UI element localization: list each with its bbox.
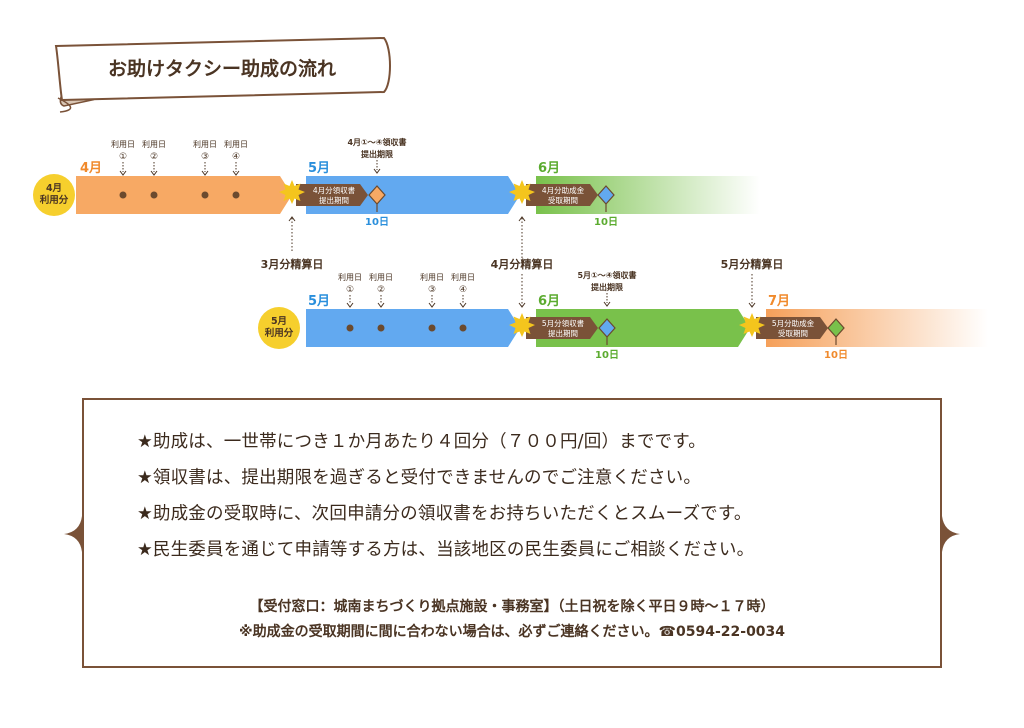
svg-text:②: ②	[150, 152, 158, 162]
row2: 5月 利用分 5月 6月 7月 利用日 ① 利用日 ② 利用日 ③ 利用日	[258, 270, 988, 361]
row2-deadline-note-1: 5月①～④領収書	[577, 270, 636, 280]
row1-use-day-2: 利用日 ②	[142, 139, 166, 199]
row2-badge	[258, 307, 300, 349]
svg-text:利用日: 利用日	[224, 139, 248, 149]
row1-deadline-note-2: 提出期限	[361, 149, 393, 159]
row2-month-june: 6月	[538, 294, 560, 309]
row1-use-day-4: 利用日 ④	[224, 139, 248, 199]
svg-text:利用日: 利用日	[420, 272, 444, 282]
svg-text:①: ①	[119, 152, 127, 162]
row2-use-day-1: 利用日 ①	[338, 272, 362, 332]
row2-use-day-3: 利用日 ③	[420, 272, 444, 332]
svg-text:提出期間: 提出期間	[319, 195, 349, 205]
settle-march: 3月分精算日	[261, 257, 324, 271]
svg-text:5月分領収書: 5月分領収書	[542, 318, 585, 328]
svg-text:利用日: 利用日	[451, 272, 475, 282]
title-ribbon: お助けタクシー助成の流れ	[54, 36, 391, 113]
note-3: ★助成金の受取時に、次回申請分の領収書をお持ちいただくとスムーズです。	[137, 504, 752, 524]
row2-month-may: 5月	[308, 294, 330, 309]
row2-day10-a: 10日	[595, 349, 619, 361]
row1-day10-a: 10日	[365, 216, 389, 228]
row1-badge-line2: 利用分	[39, 194, 69, 206]
note-4: ★民生委員を通じて申請等する方は、当該地区の民生委員にご相談ください。	[137, 540, 755, 560]
svg-text:④: ④	[232, 152, 240, 162]
svg-text:利用日: 利用日	[338, 272, 362, 282]
notes-box: ★助成は、一世帯につき１か月あたり４回分（７００円/回）までです。 ★領収書は、…	[82, 398, 942, 668]
svg-text:③: ③	[201, 152, 209, 162]
row1-deadline-note-1: 4月①～④領収書	[347, 137, 406, 147]
svg-text:4月分助成金: 4月分助成金	[542, 185, 585, 195]
svg-text:4月分領収書: 4月分領収書	[313, 185, 356, 195]
svg-text:利用日: 利用日	[369, 272, 393, 282]
svg-text:提出期間: 提出期間	[548, 328, 578, 338]
row2-receive-tag	[756, 317, 828, 339]
note-1: ★助成は、一世帯につき１か月あたり４回分（７００円/回）までです。	[137, 432, 706, 452]
svg-text:①: ①	[346, 285, 354, 295]
row2-submit-tag	[526, 317, 598, 339]
row2-badge-line2: 利用分	[264, 327, 294, 339]
row1-month-may: 5月	[308, 161, 330, 176]
svg-text:利用日: 利用日	[111, 139, 135, 149]
row1-badge	[33, 174, 75, 216]
page-title: お助けタクシー助成の流れ	[108, 57, 336, 80]
contact-notice: ※助成金の受取期間に間に合わない場合は、必ずご連絡ください。☎0594-22-0…	[238, 624, 786, 640]
row1-day10-b: 10日	[594, 216, 618, 228]
row2-day10-b: 10日	[824, 349, 848, 361]
row2-receive-burst-icon	[739, 313, 765, 337]
svg-text:利用日: 利用日	[142, 139, 166, 149]
note-2: ★領収書は、提出期限を過ぎると受付できませんのでご注意ください。	[137, 468, 702, 488]
row1-use-day-1: 利用日 ①	[111, 139, 135, 199]
settlement-markers: 3月分精算日 4月分精算日 5月分精算日	[261, 216, 784, 308]
settle-may: 5月分精算日	[721, 257, 784, 271]
row2-use-day-4: 利用日 ④	[451, 272, 475, 332]
svg-text:④: ④	[459, 285, 467, 295]
row2-badge-line1: 5月	[271, 316, 287, 327]
sparkle-right-icon	[924, 516, 960, 552]
settle-april: 4月分精算日	[491, 257, 554, 271]
row1-month-june: 6月	[538, 161, 560, 176]
row1-submit-tag	[296, 184, 368, 206]
row2-submit-burst-icon	[509, 313, 535, 337]
row2-may-bar	[306, 309, 520, 347]
row2-use-day-2: 利用日 ②	[369, 272, 393, 332]
row1-receive-tag	[526, 184, 598, 206]
row1-use-day-3: 利用日 ③	[193, 139, 217, 199]
row2-deadline-note-2: 提出期限	[591, 282, 623, 292]
svg-text:5月分助成金: 5月分助成金	[772, 318, 815, 328]
row2-month-july: 7月	[768, 294, 790, 309]
row1-submit-burst-icon	[279, 180, 305, 204]
svg-text:受取期間: 受取期間	[548, 195, 578, 205]
row1: 4月 利用分 4月 5月 6月 利用日 ① 利用日 ② 利用日 ③	[33, 137, 760, 228]
row1-month-april: 4月	[80, 161, 102, 176]
row1-badge-line1: 4月	[46, 183, 62, 194]
svg-text:②: ②	[377, 285, 385, 295]
svg-text:受取期間: 受取期間	[778, 328, 808, 338]
contact-window: 【受付窓口：城南まちづくり拠点施設・事務室】（土日祝を除く平日９時～１７時）	[249, 599, 775, 615]
svg-text:利用日: 利用日	[193, 139, 217, 149]
row1-april-bar	[76, 176, 292, 214]
svg-text:③: ③	[428, 285, 436, 295]
row1-receive-burst-icon	[509, 180, 535, 204]
